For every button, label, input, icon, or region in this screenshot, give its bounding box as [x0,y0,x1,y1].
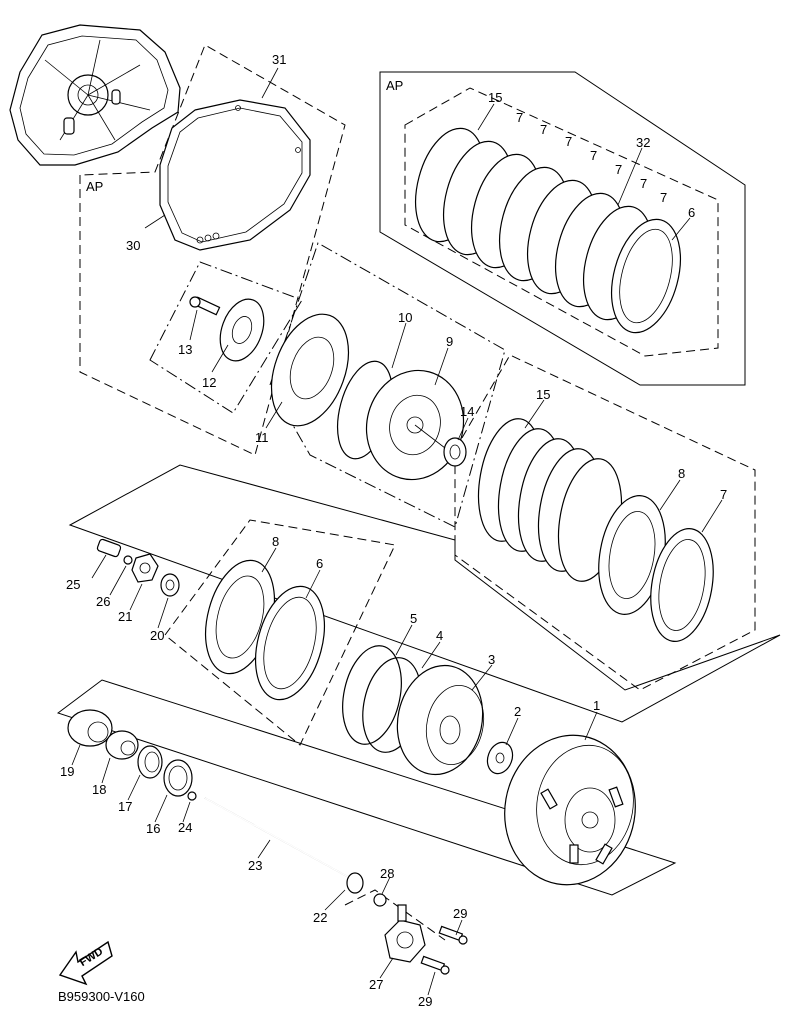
label-16: 16 [146,821,160,836]
label-20: 20 [150,628,164,643]
label-7-d: 7 [590,148,597,163]
label-13: 13 [178,342,192,357]
label-30: 30 [126,238,140,253]
label-27: 27 [369,977,383,992]
label-28: 28 [380,866,394,881]
spring-plate [270,313,350,427]
label-23: 23 [248,858,262,873]
ap-label-left: AP [86,179,103,194]
nut-washer-group [96,538,180,597]
label-19: 19 [60,764,74,779]
kit-boundaries [56,44,781,941]
ap-label-kit: AP [386,78,403,93]
label-21: 21 [118,609,132,624]
label-14: 14 [460,404,474,419]
part-labels: 31 30 13 12 11 10 9 14 15 7 7 7 7 7 7 7 … [60,52,727,1009]
ap-friction-plates [415,127,681,334]
bolt-and-plate [189,296,265,362]
drawing-code: B959300-V160 [58,989,145,1004]
label-1: 1 [593,698,600,713]
label-5: 5 [410,611,417,626]
label-29-lower: 29 [418,994,432,1009]
label-12: 12 [202,375,216,390]
label-7-f: 7 [640,176,647,191]
fwd-arrow-icon: FWD [58,940,113,986]
cover-gasket [159,99,311,251]
ap-labels: AP AP [86,78,403,194]
shaft-spacers [67,709,197,801]
label-29-upper: 29 [453,906,467,921]
label-26: 26 [96,594,110,609]
label-7-b: 7 [540,122,547,137]
label-7-g: 7 [660,190,667,205]
pressure-plate-assembly [337,360,467,481]
label-7-e: 7 [615,162,622,177]
label-8-right: 8 [678,466,685,481]
label-2: 2 [514,704,521,719]
label-31: 31 [272,52,286,67]
label-24: 24 [178,820,192,835]
label-4: 4 [436,628,443,643]
crankcase-cover [9,24,181,166]
clutch-housing [504,734,636,886]
mid-plates [205,559,325,701]
label-7-right: 7 [720,487,727,502]
label-7-c: 7 [565,134,572,149]
label-15-top: 15 [488,90,502,105]
label-6-top: 6 [688,205,695,220]
label-32: 32 [636,135,650,150]
label-6-mid: 6 [316,556,323,571]
label-18: 18 [92,782,106,797]
label-11: 11 [255,430,269,445]
label-10: 10 [398,310,412,325]
label-8-mid: 8 [272,534,279,549]
label-7-a: 7 [516,110,523,125]
release-mechanism [373,893,468,975]
clutch-plate-stack [477,418,714,642]
label-17: 17 [118,799,132,814]
push-rod [204,797,364,894]
label-15-mid: 15 [536,387,550,402]
label-22: 22 [313,910,327,925]
label-3: 3 [488,652,495,667]
label-9: 9 [446,334,453,349]
label-25: 25 [66,577,80,592]
clutch-boss-assembly [342,645,514,776]
leader-lines [71,67,723,996]
